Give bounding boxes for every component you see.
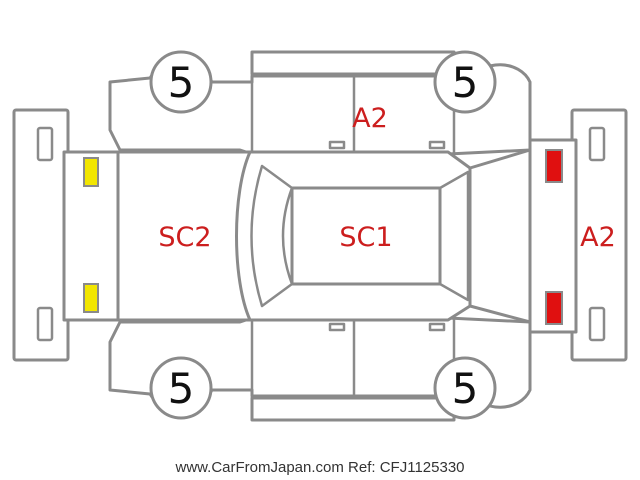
tire-rear-right-value: 5	[452, 364, 479, 413]
top-side-sill	[250, 50, 456, 76]
damage-code-roof: SC1	[339, 222, 392, 253]
bottom-side-sill	[250, 396, 456, 422]
front-lamp-lower	[83, 283, 99, 313]
source-credit: www.CarFromJapan.com Ref: CFJ1125330	[175, 459, 465, 476]
damage-code-rear-bumper: A2	[580, 222, 616, 253]
tire-front-left-value: 5	[168, 58, 195, 107]
damage-code-roof-front: A2	[352, 103, 388, 134]
tire-rear-right: 5	[433, 356, 497, 420]
front-bumper	[12, 108, 70, 362]
front-lamp-upper	[83, 157, 99, 187]
rear-lamp-upper	[545, 149, 563, 183]
rear-lamp-lower	[545, 291, 563, 325]
tire-front-left: 5	[149, 50, 213, 114]
tire-rear-left: 5	[433, 50, 497, 114]
tire-front-right-value: 5	[168, 364, 195, 413]
damage-code-hood: SC2	[158, 222, 211, 253]
cabin-top	[235, 150, 472, 322]
tire-front-right: 5	[149, 356, 213, 420]
tire-rear-left-value: 5	[452, 58, 479, 107]
